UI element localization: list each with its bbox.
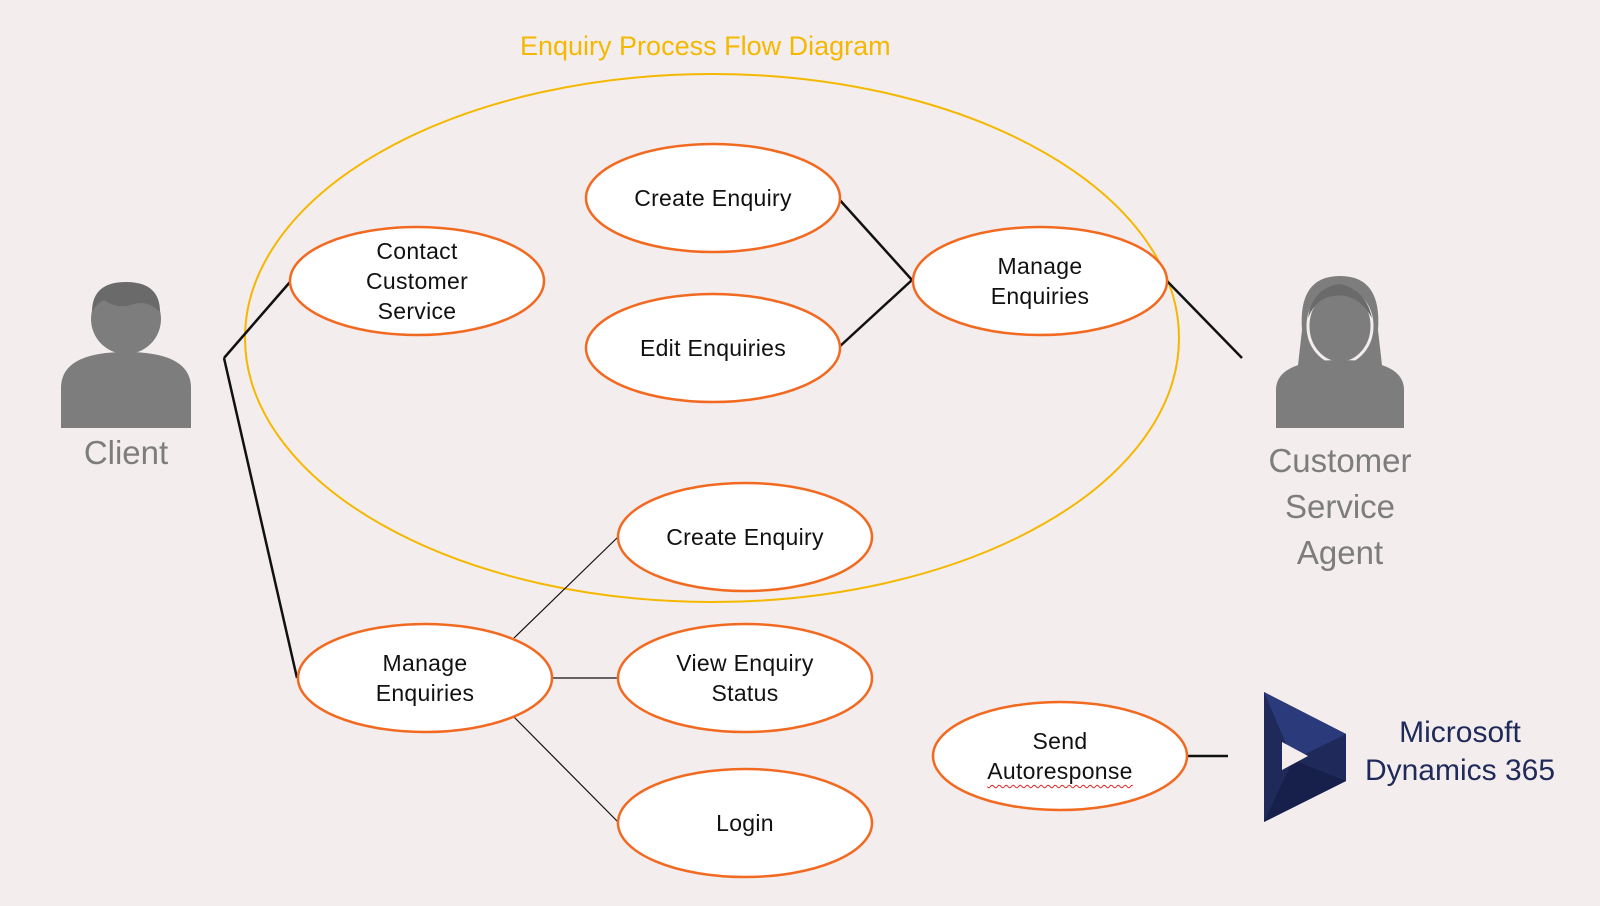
label-send-autoresponse-line1: Send <box>1032 728 1088 754</box>
label-create-enquiry-client: Create Enquiry <box>666 524 824 550</box>
label-send-autoresponse: Send Autoresponse <box>933 702 1187 810</box>
use-case-contact-customer-service <box>288 225 546 337</box>
use-case-view-enquiry-status <box>616 622 874 734</box>
diagram-title: Enquiry Process Flow Diagram <box>520 31 891 61</box>
dynamics-365-logo-icon <box>1264 692 1346 822</box>
label-login: Login <box>716 810 774 836</box>
label-contact-customer-service: Contact Customer Service <box>365 238 469 324</box>
person-female-icon <box>1276 276 1404 428</box>
label-manage-enquiries-agent: Manage Enquiries <box>990 253 1090 309</box>
label-view-enquiry-status: View Enquiry Status <box>676 650 814 706</box>
use-case-send-autoresponse <box>931 700 1189 812</box>
label-send-autoresponse-line2: Autoresponse <box>987 758 1133 784</box>
actor-client-label: Client <box>83 434 169 471</box>
manage-client-to-login-line <box>513 716 619 823</box>
person-male-icon <box>61 282 191 428</box>
use-case-manage-enquiries-client <box>296 622 554 734</box>
use-case-edit-enquiries <box>584 292 842 404</box>
label-manage-enquiries-client: Manage Enquiries <box>375 650 475 706</box>
use-case-create-enquiry-client <box>616 481 874 593</box>
manage-client-to-create-line <box>513 536 619 639</box>
dynamics-365-label: Microsoft Dynamics 365 <box>1364 716 1556 787</box>
label-create-enquiry-top: Create Enquiry <box>634 185 792 211</box>
actor-agent-label: Customer Service Agent <box>1268 442 1412 571</box>
create-to-manage-agent-line <box>837 197 913 281</box>
manage-agent-to-agent-line <box>1165 279 1243 359</box>
use-case-login <box>616 767 874 879</box>
system-boundary-ellipse <box>244 73 1180 603</box>
client-to-manage-line <box>222 357 299 679</box>
edit-to-manage-agent-line <box>837 279 913 349</box>
use-case-create-enquiry-top <box>584 142 842 254</box>
client-to-contact-line <box>223 281 291 359</box>
use-case-manage-enquiries-agent <box>911 225 1169 337</box>
label-edit-enquiries: Edit Enquiries <box>639 335 787 361</box>
